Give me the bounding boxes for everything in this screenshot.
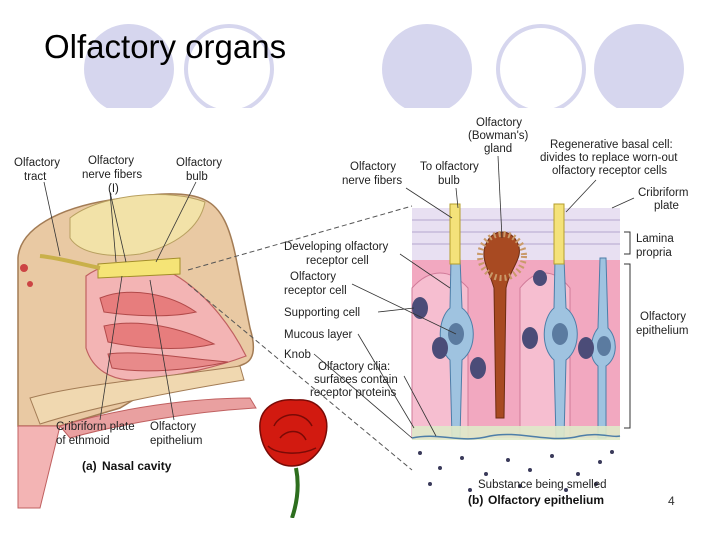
- label-bowmans-gland-1: Olfactory: [476, 117, 522, 129]
- olfactory-diagram: Olfactory tract Olfactory nerve fibers (…: [0, 108, 720, 518]
- label-olfactory-epithelium-a-2: epithelium: [150, 435, 202, 447]
- label-cilia-3: receptor proteins: [310, 387, 397, 399]
- label-olfactory-epithelium-b-2: epithelium: [636, 325, 688, 337]
- label-cribriform-plate-1: Cribriform: [638, 187, 688, 199]
- label-cilia-1: Olfactory cilia:: [318, 361, 390, 373]
- rose-image: [259, 399, 328, 518]
- page-number: 4: [668, 494, 675, 508]
- slide-title: Olfactory organs: [44, 28, 287, 65]
- label-mucous-layer: Mucous layer: [284, 329, 353, 341]
- label-basal-cell-1: Regenerative basal cell:: [550, 139, 673, 151]
- label-olfactory-epithelium-b-1: Olfactory: [640, 311, 686, 323]
- label-lamina-propria-2: propria: [636, 247, 672, 259]
- label-knob: Knob: [284, 349, 311, 361]
- caption-a: Nasal cavity: [102, 459, 172, 473]
- label-cilia-2: surfaces contain: [314, 374, 398, 386]
- label-olfactory-epithelium-a-1: Olfactory: [150, 421, 196, 433]
- decor-circle-3: [382, 24, 472, 114]
- label-supporting-cell: Supporting cell: [284, 307, 360, 319]
- label-nerve-fibers-b-1: Olfactory: [350, 161, 396, 173]
- label-bowmans-gland-2: (Bowman's): [468, 130, 529, 142]
- label-cribriform-ethmoid-1: Cribriform plate: [56, 421, 135, 433]
- label-receptor-cell-2: receptor cell: [284, 285, 347, 297]
- caption-b-letter: (b): [468, 493, 483, 507]
- label-to-bulb-2: bulb: [438, 175, 460, 187]
- leader-lines-b: [313, 155, 635, 439]
- decor-circle-2: [184, 24, 274, 114]
- label-olfactory-bulb-1: Olfactory: [176, 157, 222, 169]
- label-nerve-fibers-a-3: (I): [108, 183, 119, 195]
- label-olfactory-tract-1: Olfactory: [14, 157, 60, 169]
- leader-lines-a: [43, 181, 197, 421]
- label-basal-cell-3: olfactory receptor cells: [552, 165, 667, 177]
- label-bowmans-gland-3: gland: [484, 143, 512, 155]
- label-nerve-fibers-b-2: nerve fibers: [342, 175, 402, 187]
- label-cribriform-plate-2: plate: [654, 200, 679, 212]
- label-cribriform-ethmoid-2: of ethmoid: [56, 435, 110, 447]
- label-nerve-fibers-a-1: Olfactory: [88, 155, 134, 167]
- zoom-line-bottom: [187, 283, 413, 471]
- label-receptor-cell-1: Olfactory: [290, 271, 336, 283]
- caption-a-letter: (a): [82, 459, 97, 473]
- decor-circle-5: [594, 24, 684, 114]
- label-to-bulb-1: To olfactory: [420, 161, 479, 173]
- label-lamina-propria-1: Lamina: [636, 233, 674, 245]
- label-substance-smelled: Substance being smelled: [478, 479, 607, 491]
- label-basal-cell-2: divides to replace worn-out: [540, 152, 678, 164]
- nasal-cavity-illustration: [17, 193, 257, 509]
- label-olfactory-tract-2: tract: [24, 171, 47, 183]
- decor-circle-1: [84, 24, 174, 114]
- label-olfactory-bulb-2: bulb: [186, 171, 208, 183]
- label-developing-cell-1: Developing olfactory: [284, 241, 388, 253]
- label-nerve-fibers-a-2: nerve fibers: [82, 169, 142, 181]
- caption-b: Olfactory epithelium: [488, 493, 604, 507]
- epithelium-illustration: [411, 203, 631, 492]
- decor-circle-4: [496, 24, 586, 114]
- zoom-line-top: [187, 205, 413, 271]
- label-developing-cell-2: receptor cell: [306, 255, 369, 267]
